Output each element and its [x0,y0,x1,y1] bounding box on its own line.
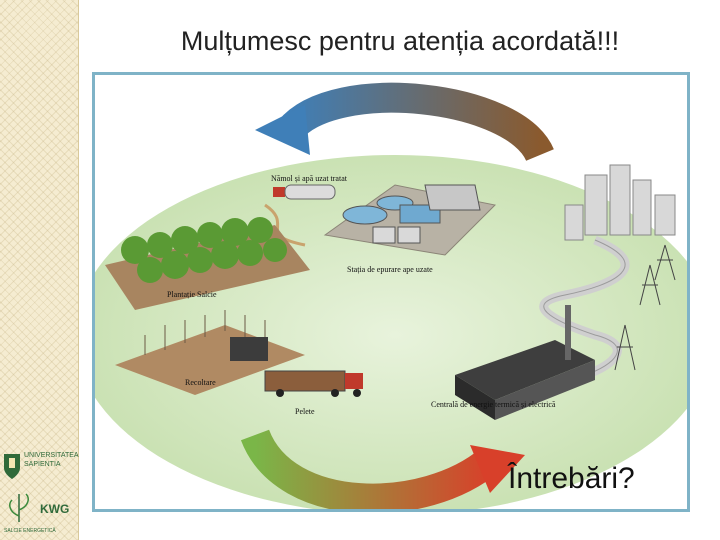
label-power-plant: Centrală de energie termică și electrică [431,400,556,409]
willow-energy-diagram: Nămol și apă uzat tratat Stația de epura… [92,72,690,512]
label-treatment-plant: Stația de epurare ape uzate [347,265,433,274]
kwg-subtitle: SALCIE ENERGETICĂ [4,528,56,534]
label-pellets: Pelete [295,407,315,416]
university-crest-icon [4,454,20,479]
top-cycle-arrow [255,82,554,163]
harvester [230,337,268,361]
questions-text: Întrebări? [508,462,635,495]
willow-plantation [105,217,310,310]
decorative-sidebar [0,0,79,540]
university-name-line1: UNIVERSITATEA [24,452,79,459]
power-plant [455,305,595,420]
willow-leaf-icon [9,493,29,522]
harvest-field [115,310,305,395]
water-treatment-plant [323,184,497,256]
label-sludge: Nămol și apă uzat tratat [271,174,347,183]
kwg-text: KWG [40,502,70,516]
bottom-cycle-arrow [240,428,525,509]
diagram-artwork [95,82,687,509]
university-logo: UNIVERSITATEA SAPIENTIA [2,450,79,482]
city-buildings [564,164,676,241]
label-plantation: Plantație Salcie [167,290,217,299]
university-name-line2: SAPIENTIA [24,461,61,468]
label-harvest: Recoltare [185,378,216,387]
slide-title: Mulțumesc pentru atenția acordată!!! [180,26,620,56]
power-pylons [614,244,676,371]
pellet-truck [264,370,363,397]
kwg-logo: KWG SALCIE ENERGETICĂ [2,486,76,538]
